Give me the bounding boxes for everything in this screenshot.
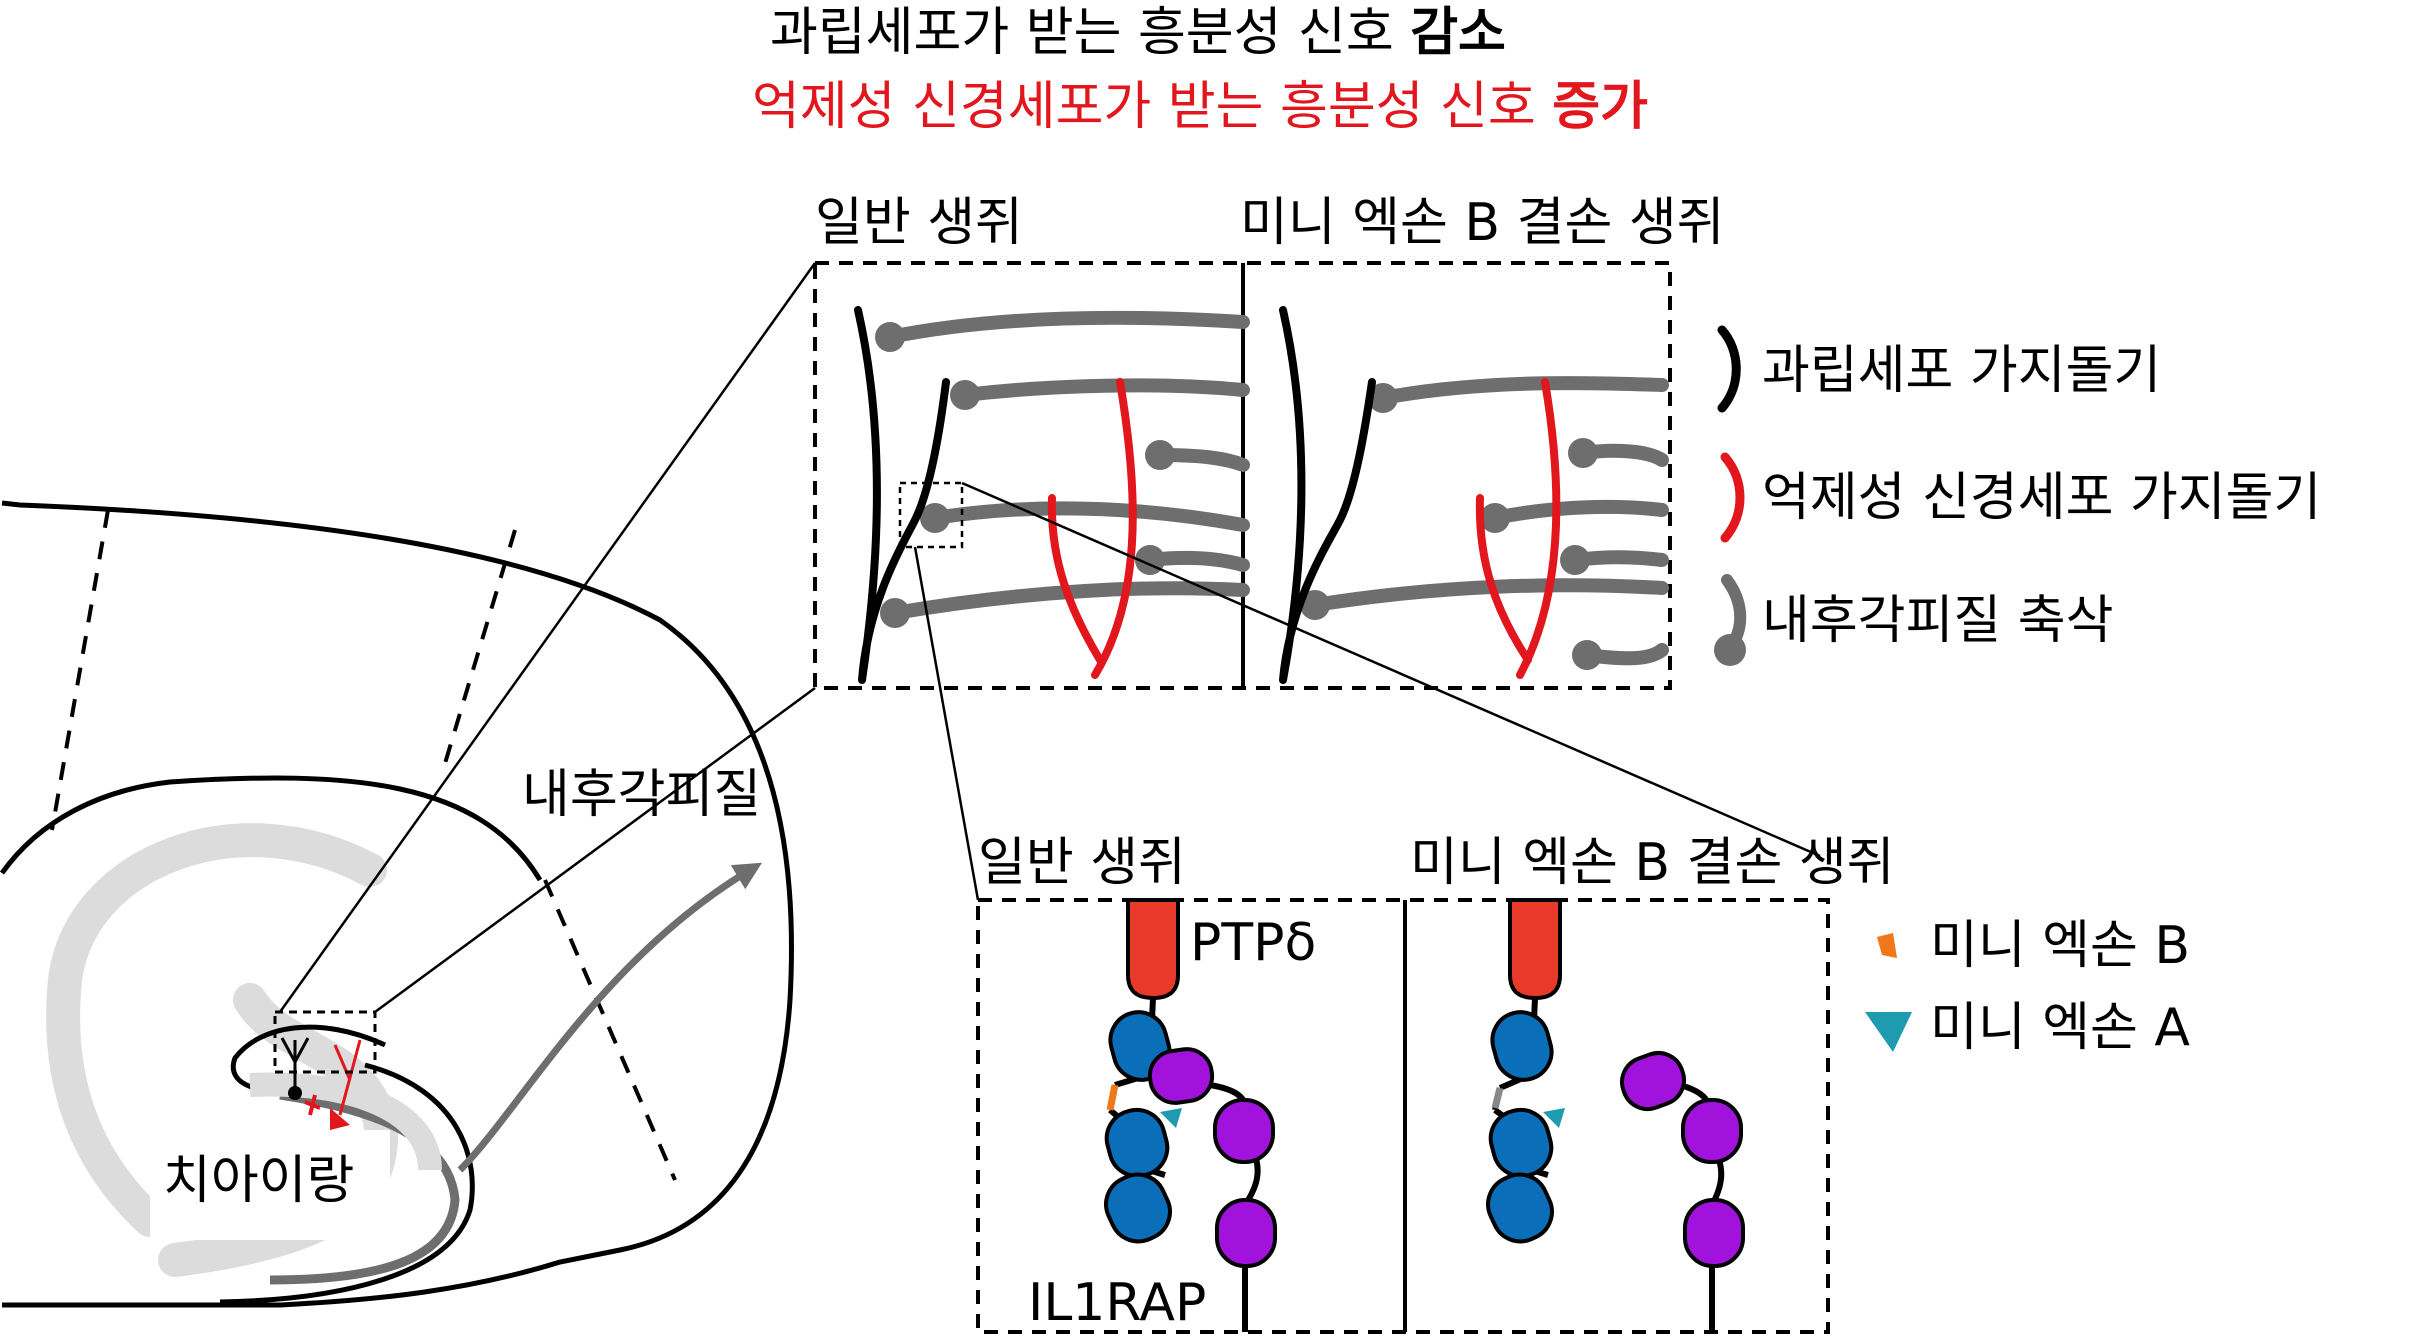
axon-terminal: [1568, 438, 1598, 468]
dentate-gray-layer: [269, 1090, 460, 1285]
axon-terminal: [950, 380, 980, 410]
granule-neuron-icon: [280, 1037, 310, 1100]
axon-terminal: [1300, 590, 1330, 620]
legend-inhibitory-label: 억제성 신경세포 가지돌기: [1762, 468, 2321, 528]
region-boundary-3: [543, 879, 677, 1181]
brain-outline: [1, 500, 794, 1308]
top-left-normal: [854, 306, 1250, 684]
legend-axon-terminal: [1714, 634, 1746, 666]
region-boundary-1: [50, 509, 110, 831]
legend-exon-a-label: 미니 엑손 A: [1930, 998, 2190, 1058]
inhibitory-neuron-icon: [304, 1039, 362, 1130]
bottom-panel: 일반 생쥐 미니 엑손 B 결손 생쥐 PTPδ IL1RAP: [976, 833, 1895, 1334]
cortex-label: 내후각피질: [522, 765, 761, 825]
granule-layer: [249, 1072, 442, 1171]
axon-terminal: [920, 503, 950, 533]
legend-exon-a-swatch: [1865, 1012, 1912, 1052]
axon: [958, 378, 1250, 402]
axon-terminal: [875, 322, 905, 352]
axon: [1308, 578, 1669, 612]
il1rap-domain: [1683, 1198, 1745, 1268]
top-panel: 일반 생쥐 미니 엑손 B 결손 생쥐: [813, 193, 1821, 901]
axon-terminal: [1368, 383, 1398, 413]
inhibitory-dendrite: [1047, 378, 1137, 679]
mini-exon-a-mark: [1543, 1108, 1565, 1128]
top-right-knockout: [1279, 306, 1669, 684]
il1rap-domain: [1620, 1051, 1686, 1111]
header-line1: 과립세포가 받는 흥분성 신호 감소: [770, 3, 1506, 63]
bottom-right-complex: [1486, 898, 1745, 1332]
top-right-title: 미니 엑손 B 결손 생쥐: [1240, 193, 1725, 253]
ptp-domain: [1126, 898, 1180, 1001]
inset-line-2: [961, 481, 1821, 858]
axon-terminal: [880, 598, 910, 628]
ig-domain: [1486, 1172, 1554, 1244]
region-boundary-2: [441, 529, 517, 771]
axon: [1376, 376, 1669, 405]
mini-exon-a-mark: [1160, 1108, 1182, 1128]
legend-inhibitory-swatch: [1720, 452, 1745, 543]
legend-granule-label: 과립세포 가지돌기: [1762, 341, 2161, 401]
axon: [928, 501, 1250, 532]
il1rap-domain: [1681, 1098, 1743, 1164]
brain-zoom-box: [273, 1010, 377, 1074]
bottom-right-title: 미니 엑손 B 결손 생쥐: [1410, 833, 1895, 893]
mini-exon-b-mark: [1106, 1084, 1119, 1111]
dentate-label-bg: [150, 1130, 390, 1240]
ptp-label: PTPδ: [1190, 913, 1316, 973]
dentate-label: 치아이랑: [163, 1151, 354, 1211]
bottom-left-title: 일반 생쥐: [978, 833, 1186, 893]
granule-dendrite: [1279, 306, 1376, 684]
brain-section: 내후각피질 치아이랑: [0, 262, 817, 1308]
legend-top: 과립세포 가지돌기 억제성 신경세포 가지돌기 내후각피질 축삭: [1714, 325, 2321, 666]
legend-granule-swatch: [1717, 325, 1741, 413]
dentate-inner-line: [219, 1062, 475, 1305]
bottom-left-complex: PTPδ IL1RAP: [1028, 898, 1316, 1333]
axon: [1488, 499, 1669, 525]
axon-terminal: [1145, 440, 1175, 470]
granule-dendrite: [854, 306, 950, 684]
axon-terminal: [1572, 640, 1602, 670]
top-left-title: 일반 생쥐: [815, 193, 1023, 253]
inhibitory-dendrite: [1475, 378, 1561, 679]
axon: [883, 310, 1250, 344]
perforant-path-axon: [457, 862, 763, 1173]
synapse-zoom-box: [898, 481, 964, 549]
cortex-inner-boundary: [0, 775, 543, 882]
legend-exon-b-swatch: [1877, 933, 1897, 958]
zoom-line-1: [278, 262, 817, 1013]
ig-domain: [1104, 1172, 1172, 1244]
ig-domain: [1490, 1010, 1554, 1082]
ig-domain: [1104, 1107, 1170, 1179]
zoom-line-2: [374, 686, 816, 1014]
missing-exon-b-mark: [1491, 1087, 1504, 1109]
il1rap-domain: [1213, 1098, 1275, 1164]
inset-line-1: [913, 546, 980, 901]
il1rap-domain: [1215, 1198, 1277, 1268]
legend-exon-b-label: 미니 엑손 B: [1930, 916, 2190, 976]
axon-terminal: [1480, 503, 1510, 533]
legend-axon-label: 내후각피질 축삭: [1762, 591, 2113, 651]
axon-terminal: [1560, 545, 1590, 575]
legend-bottom: 미니 엑손 B 미니 엑손 A: [1865, 916, 2190, 1058]
ptp-domain: [1508, 898, 1562, 1001]
il1rap-label: IL1RAP: [1028, 1273, 1206, 1333]
hippocampus-band: [46, 823, 387, 1237]
header-line2: 억제성 신경세포가 받는 흥분성 신호 증가: [752, 77, 1648, 137]
il1rap-domain: [1147, 1047, 1215, 1105]
